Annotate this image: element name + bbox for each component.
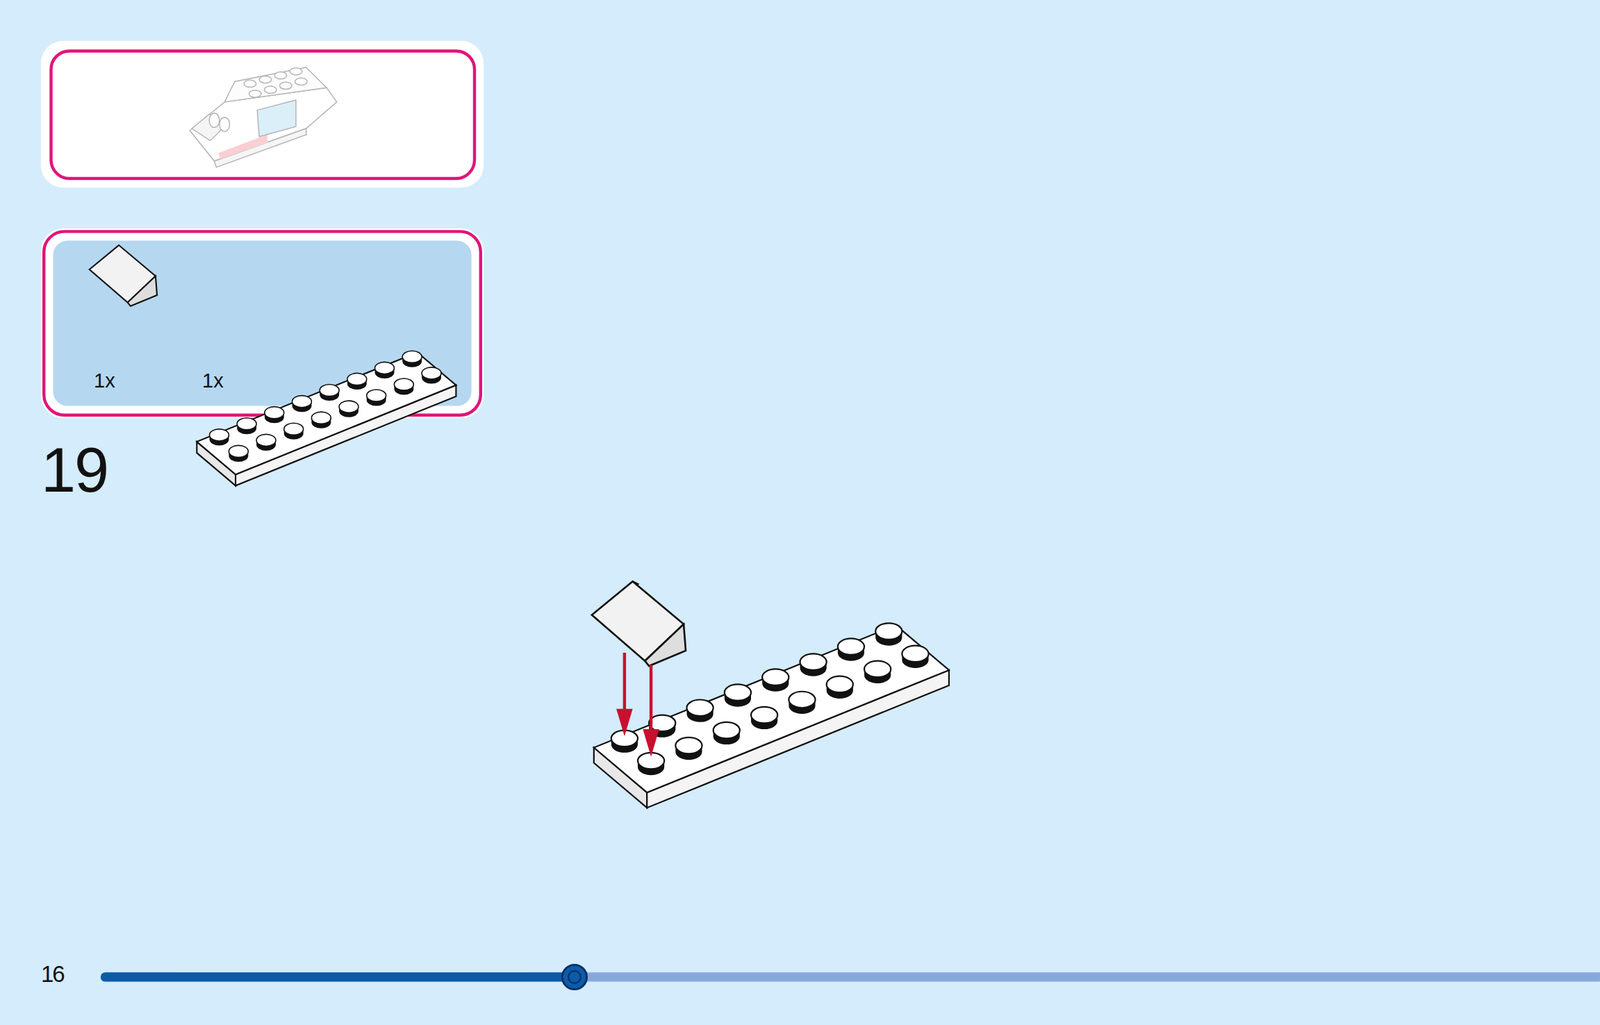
progress-knob: [562, 965, 587, 990]
part-quantity: 1x: [202, 370, 224, 392]
parts-ground: [52, 241, 472, 407]
page-number: 16: [40, 962, 64, 986]
part-quantity: 1x: [93, 370, 116, 392]
preview-panel: [40, 40, 484, 188]
placement-arrows: [616, 653, 660, 758]
progress-track: [104, 972, 1600, 982]
preview-border: [51, 50, 475, 179]
progress-fill: [104, 972, 575, 982]
model-preview: [189, 67, 337, 168]
step-number: 19: [40, 439, 108, 502]
part-plate: [196, 350, 456, 486]
parts-list-box: 1x 1x: [40, 228, 484, 419]
part-slope: [89, 245, 158, 307]
